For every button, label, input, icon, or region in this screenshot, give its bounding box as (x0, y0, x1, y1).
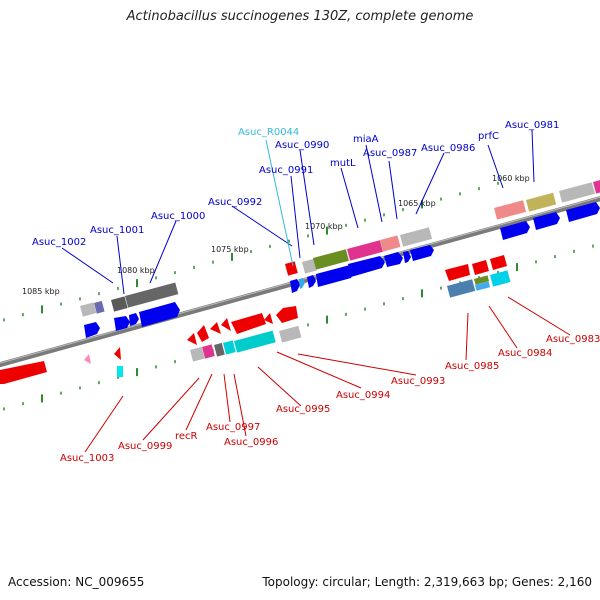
accession-text: Accession: NC_009655 (8, 575, 145, 589)
gene-label[interactable]: Asuc_0999 (118, 441, 172, 452)
gene-label[interactable]: Asuc_0981 (505, 120, 559, 131)
gene-label[interactable]: recR (175, 431, 198, 442)
gene-arrow (307, 275, 316, 288)
cog-box (313, 249, 349, 270)
cog-box (400, 227, 433, 247)
gene-label[interactable]: Asuc_0994 (336, 390, 390, 401)
gene-arrow (384, 252, 403, 267)
cog-box (490, 270, 511, 287)
plus-leader-lines (61, 129, 535, 295)
cog-box (117, 366, 123, 377)
gene-arrow (187, 333, 197, 345)
cog-box (379, 235, 401, 252)
rna-leader-line (265, 139, 294, 267)
cog-box (234, 330, 276, 353)
cog-box (525, 192, 557, 212)
scale-label: 1085 kbp (22, 287, 60, 296)
cog-box (201, 344, 215, 359)
cog-box (559, 182, 595, 203)
cog-box (593, 179, 600, 194)
gene-arrow (566, 202, 600, 222)
gene-label[interactable]: miaA (353, 134, 379, 145)
gene-arrow (316, 265, 354, 287)
gene-arrow (403, 251, 411, 263)
gene-label[interactable]: Asuc_0986 (421, 143, 475, 154)
gene-label[interactable]: Asuc_0995 (276, 404, 330, 415)
gene-arrow (410, 245, 434, 261)
gene-label[interactable]: Asuc_0987 (363, 148, 417, 159)
cog-box (93, 300, 105, 314)
plus-strand-features (80, 179, 600, 338)
cog-box (346, 240, 383, 261)
gene-arrow (533, 212, 560, 230)
scale-label: 1075 kbp (211, 245, 249, 254)
gene-arrow (445, 264, 470, 281)
gene-arrow (210, 322, 221, 334)
gene-arrow (114, 347, 121, 360)
gene-label[interactable]: prfC (478, 131, 499, 142)
gene-arrow (0, 361, 47, 384)
cog-box (279, 325, 302, 343)
gene-arrow (348, 256, 385, 277)
minus-leader-lines (84, 296, 571, 453)
gene-arrow (221, 318, 231, 331)
cog-box (285, 261, 298, 276)
gene-label[interactable]: Asuc_1002 (32, 237, 86, 248)
gene-label[interactable]: Asuc_0992 (208, 197, 262, 208)
map-title: Actinobacillus succinogenes 130Z, comple… (126, 9, 474, 24)
gene-arrow (299, 278, 305, 289)
gene-label[interactable]: Asuc_0990 (275, 140, 329, 151)
cog-box (190, 346, 205, 362)
gene-arrow (500, 221, 530, 240)
gene-label[interactable]: Asuc_0993 (391, 376, 445, 387)
cog-box (223, 340, 236, 355)
gene-label[interactable]: Asuc_0983 (546, 334, 600, 345)
gene-label[interactable]: mutL (330, 158, 356, 169)
cog-box (475, 281, 491, 291)
gene-label[interactable]: Asuc_0985 (445, 361, 499, 372)
gene-label[interactable]: Asuc_1001 (90, 225, 144, 236)
gene-arrow (276, 306, 298, 323)
scale-label: 1070 kbp (305, 222, 343, 231)
genome-summary-text: Topology: circular; Length: 2,319,663 bp… (262, 575, 592, 589)
gene-label[interactable]: Asuc_0997 (206, 422, 260, 433)
cog-box (447, 279, 476, 298)
gene-arrow (264, 313, 273, 324)
gene-arrow (84, 322, 100, 338)
scale-label: 1065 kbp (398, 199, 436, 208)
gene-arrow (129, 313, 139, 326)
cog-box (111, 296, 128, 312)
gene-arrow (84, 354, 91, 364)
gene-label[interactable]: Asuc_1000 (151, 211, 205, 222)
gene-arrow (139, 302, 180, 327)
gene-label[interactable]: Asuc_0996 (224, 437, 278, 448)
gene-arrow (490, 255, 507, 270)
gene-arrow (114, 316, 130, 331)
gene-label[interactable]: Asuc_1003 (60, 453, 114, 464)
gene-arrow (231, 313, 266, 334)
cog-box (494, 200, 527, 220)
cog-box (125, 282, 179, 308)
scale-label: 1080 kbp (117, 266, 155, 275)
gene-arrow (290, 279, 300, 293)
cog-box (214, 342, 225, 357)
gene-label[interactable]: Asuc_0991 (259, 165, 313, 176)
cog-box (80, 302, 97, 317)
cog-box (302, 258, 317, 274)
cog-box (474, 275, 490, 285)
gene-arrow (472, 260, 489, 275)
gene-label[interactable]: Asuc_0984 (498, 348, 552, 359)
gene-arrow (197, 325, 209, 342)
scale-label: 1060 kbp (492, 174, 530, 183)
minus-strand-features (0, 255, 511, 384)
rna-gene-label[interactable]: Asuc_R0044 (238, 127, 299, 138)
